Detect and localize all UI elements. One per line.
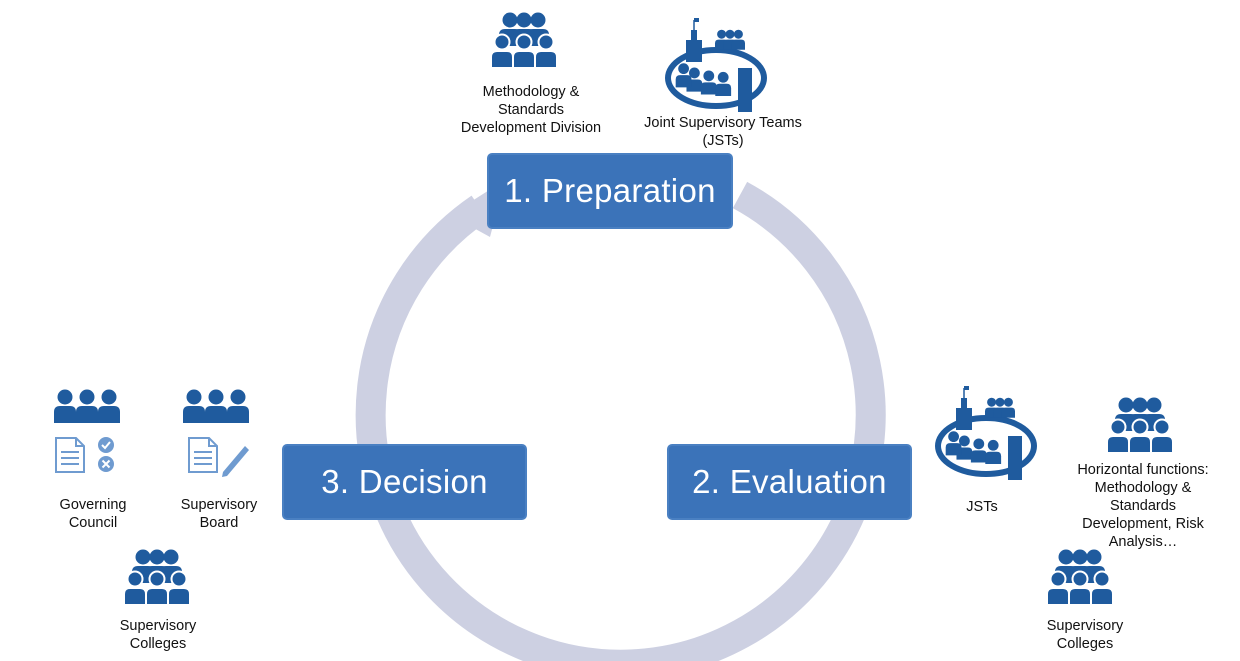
label-supervisory-colleges-right: Supervisory Colleges xyxy=(1046,618,1124,652)
step-decision: 3. Decision xyxy=(282,444,527,520)
people-group-icon xyxy=(491,13,557,69)
cycle-ring xyxy=(355,180,886,661)
jst-team-building-icon xyxy=(938,386,1034,480)
label-msdd: Methodology & Standards Development Divi… xyxy=(460,84,602,136)
label-horizontal-functions: Horizontal functions: Methodology & Stan… xyxy=(1077,462,1209,550)
people-group-icon xyxy=(1107,398,1173,454)
label-supervisory-colleges-left: Supervisory Colleges xyxy=(119,618,197,652)
three-people-icon xyxy=(183,390,249,424)
document-approve-reject-icon xyxy=(55,437,114,473)
label-supervisory-board: Supervisory Board xyxy=(180,497,258,531)
people-group-icon xyxy=(124,550,190,606)
three-people-icon xyxy=(54,390,120,424)
step-preparation: 1. Preparation xyxy=(487,153,733,229)
label-jsts-right: JSTs xyxy=(966,499,998,515)
step-evaluation: 2. Evaluation xyxy=(667,444,912,520)
document-edit-icon xyxy=(188,437,249,477)
label-governing-council: Governing Council xyxy=(59,497,127,531)
label-jsts-top: Joint Supervisory Teams (JSTs) xyxy=(644,115,802,149)
jst-team-building-icon xyxy=(668,18,764,112)
people-group-icon xyxy=(1047,550,1113,606)
